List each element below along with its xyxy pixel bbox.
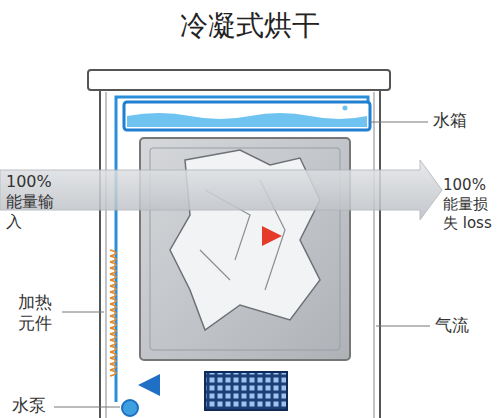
energy-label: 100%能量损失 loss [443,176,497,232]
coil-winding [110,322,116,328]
water-drop [343,106,348,111]
coil-winding [110,334,116,340]
leader-lines [54,122,430,407]
coil-winding [110,310,116,316]
housing-inner [106,92,374,418]
coil-winding [110,292,116,298]
tank-water [127,113,367,127]
energy-arrow [0,160,442,220]
coil-winding [110,304,116,310]
housing-lid [88,70,390,90]
title: 冷凝式烘干 [0,8,500,43]
coil-winding [110,298,116,304]
coil-winding [110,346,116,352]
coil-winding [110,358,116,364]
coil-winding [110,250,116,256]
water-tank [124,102,370,130]
coil-winding [110,370,116,376]
airflow-arrow-red [262,226,282,246]
coil-winding [110,340,116,346]
coil-winding [110,274,116,280]
part-label: 水箱 [433,110,493,131]
airflow-arrow-blue [138,374,160,396]
part-label: 水泵 [12,395,56,416]
part-label: 加热元件 [18,292,58,335]
airflow-loop [122,236,372,385]
part-label: 气流 [435,315,495,336]
coil-winding [110,286,116,292]
coil-winding [110,316,116,322]
housing-body [100,90,380,418]
condenser [205,372,287,410]
water-pipe [116,97,368,402]
coil-winding [110,280,116,286]
coil-winding [110,364,116,370]
water-pump [122,400,138,416]
coil-winding [110,328,116,334]
coil-winding [110,268,116,274]
energy-label: 100% 能量输入 [6,172,60,232]
coil-winding [110,256,116,262]
coil-winding [110,262,116,268]
heating-coil [110,250,116,376]
coil-winding [110,352,116,358]
